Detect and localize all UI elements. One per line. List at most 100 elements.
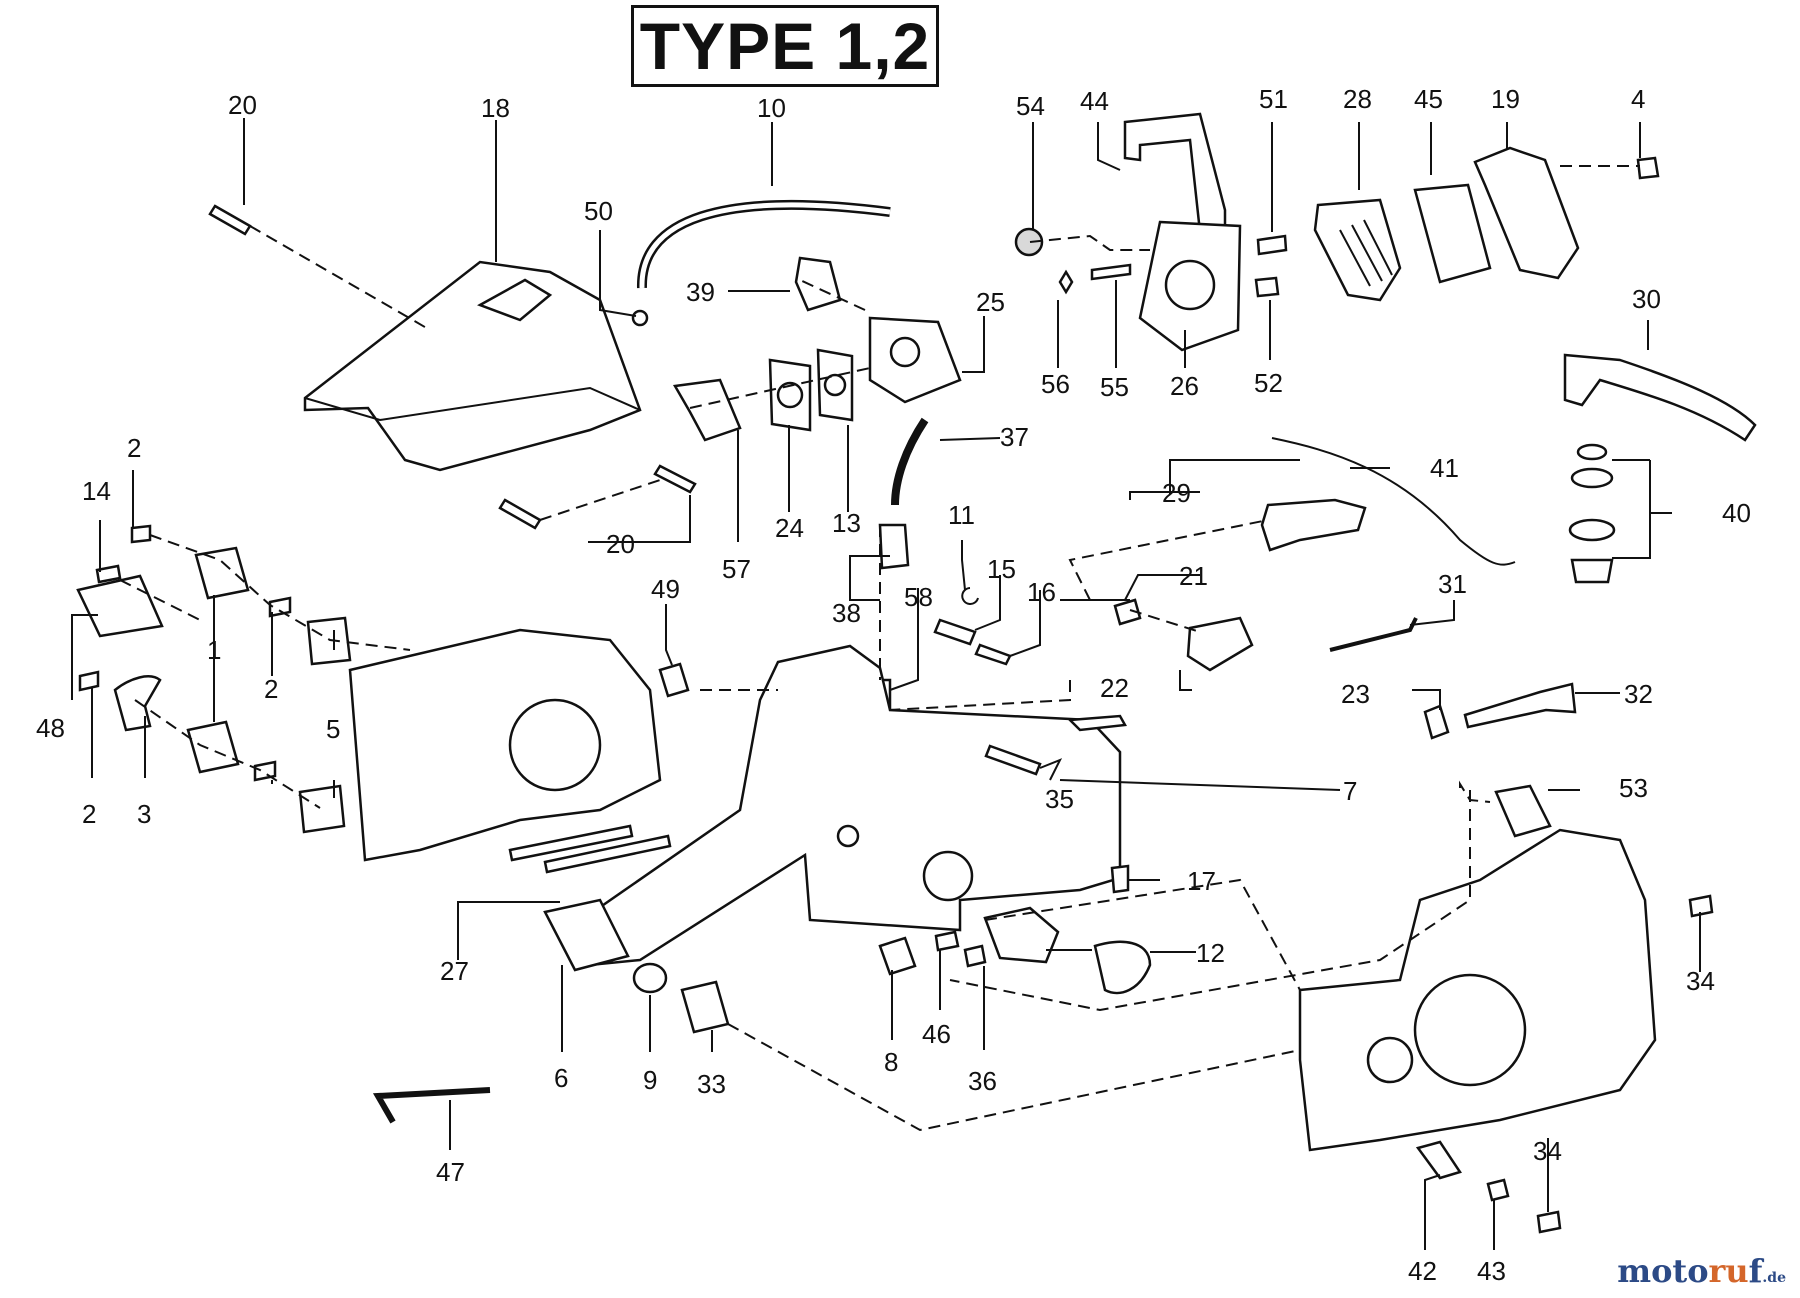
label-20a: 20 — [228, 90, 257, 120]
label-55: 55 — [1100, 372, 1129, 402]
label-56: 56 — [1041, 369, 1070, 399]
part-nut-43 — [1486, 1178, 1510, 1202]
part-sleeve-6 — [543, 898, 630, 972]
part-tank-cap-40a — [1576, 443, 1608, 461]
part-top-cover — [303, 260, 642, 472]
part-bolt-55 — [1090, 263, 1132, 281]
watermark-brand: moto — [1617, 1252, 1709, 1290]
label-2a: 2 — [127, 433, 141, 463]
label-57: 57 — [722, 554, 751, 584]
part-screw-2a — [130, 524, 152, 544]
label-32: 32 — [1624, 679, 1653, 709]
part-screw-4 — [1636, 156, 1660, 180]
label-18: 18 — [481, 93, 510, 123]
part-nut-52 — [1254, 276, 1280, 298]
label-44: 44 — [1080, 86, 1109, 116]
label-31: 31 — [1438, 569, 1467, 599]
label-23: 23 — [1341, 679, 1370, 709]
part-spring-33 — [680, 980, 730, 1034]
part-screw-20 — [208, 204, 252, 236]
part-bushing-23 — [1423, 704, 1450, 740]
label-19: 19 — [1491, 84, 1520, 114]
label-14: 14 — [82, 476, 111, 506]
label-37: 37 — [1000, 422, 1029, 452]
label-35: 35 — [1045, 784, 1074, 814]
label-42: 42 — [1408, 1256, 1437, 1286]
part-filter-frame — [1123, 112, 1227, 237]
part-bracket-48 — [76, 574, 164, 638]
diagram-title: TYPE 1,2 — [631, 5, 939, 87]
label-2c: 2 — [82, 799, 96, 829]
part-bolt-27a — [508, 824, 634, 862]
part-rear-handle — [1067, 714, 1128, 732]
label-39: 39 — [686, 277, 715, 307]
part-screw-46 — [934, 930, 960, 952]
label-5: 5 — [326, 714, 340, 744]
label-58: 58 — [904, 582, 933, 612]
label-24: 24 — [775, 513, 804, 543]
part-oil-filter — [878, 936, 917, 976]
part-rubber-buffer-5a — [306, 616, 352, 666]
part-flange — [672, 378, 742, 442]
part-vibration-damper-1b — [186, 720, 240, 774]
part-screw-51 — [1256, 234, 1288, 256]
label-33: 33 — [697, 1069, 726, 1099]
part-throttle-lever — [1186, 616, 1254, 672]
part-plug-36 — [963, 944, 987, 968]
part-vibration-damper-1a — [194, 546, 250, 600]
label-36: 36 — [968, 1066, 997, 1096]
label-25: 25 — [976, 287, 1005, 317]
label-53: 53 — [1619, 773, 1648, 803]
part-bolt-27b — [543, 834, 672, 874]
label-4: 4 — [1631, 84, 1645, 114]
label-22: 22 — [1100, 673, 1129, 703]
part-impulse-hose — [891, 417, 929, 506]
part-screw-34b — [1536, 1210, 1562, 1234]
part-spring-21 — [1113, 598, 1142, 626]
part-screw-2b — [268, 596, 292, 618]
label-28: 28 — [1343, 84, 1372, 114]
part-cap-49 — [658, 662, 690, 698]
label-38: 38 — [832, 598, 861, 628]
part-screw-2d — [78, 670, 100, 692]
label-1: 1 — [207, 635, 221, 665]
part-screw-14 — [95, 564, 122, 584]
label-10: 10 — [757, 93, 786, 123]
label-11: 11 — [948, 500, 975, 530]
part-intake-elbow — [794, 256, 842, 312]
part-rubber-buffer-5b — [298, 784, 346, 834]
label-54: 54 — [1016, 91, 1045, 121]
watermark-tld: .de — [1762, 1270, 1786, 1286]
part-buffer-53 — [1494, 784, 1552, 838]
label-48: 48 — [36, 713, 65, 743]
part-pin-35 — [984, 744, 1042, 776]
label-41: 41 — [1430, 453, 1459, 483]
label-45: 45 — [1414, 84, 1443, 114]
part-oil-cap — [983, 906, 1060, 964]
label-50: 50 — [584, 196, 613, 226]
label-16: 16 — [1027, 577, 1056, 607]
part-circlip — [961, 587, 979, 605]
part-choke-lever — [1463, 682, 1577, 729]
part-pin-15 — [933, 618, 977, 646]
part-guard-strip — [1563, 353, 1757, 442]
part-grommet — [1014, 227, 1044, 257]
label-27: 27 — [440, 956, 469, 986]
label-34b: 34 — [1533, 1136, 1562, 1166]
label-13: 13 — [832, 508, 861, 538]
site-watermark: motoruf.de — [1617, 1252, 1786, 1290]
part-screw-17 — [1110, 864, 1130, 894]
label-40: 40 — [1722, 498, 1751, 528]
part-bracket-42 — [1415, 1140, 1462, 1180]
label-3: 3 — [137, 799, 151, 829]
watermark-accent: ru — [1708, 1252, 1749, 1290]
label-2b: 2 — [264, 674, 278, 704]
part-spring-16 — [974, 643, 1012, 666]
part-filter-element — [1313, 198, 1402, 302]
part-hex-key — [372, 1087, 491, 1124]
part-washer-9 — [632, 962, 668, 994]
part-hook-3 — [113, 675, 162, 732]
part-trigger-handle — [1260, 498, 1367, 552]
